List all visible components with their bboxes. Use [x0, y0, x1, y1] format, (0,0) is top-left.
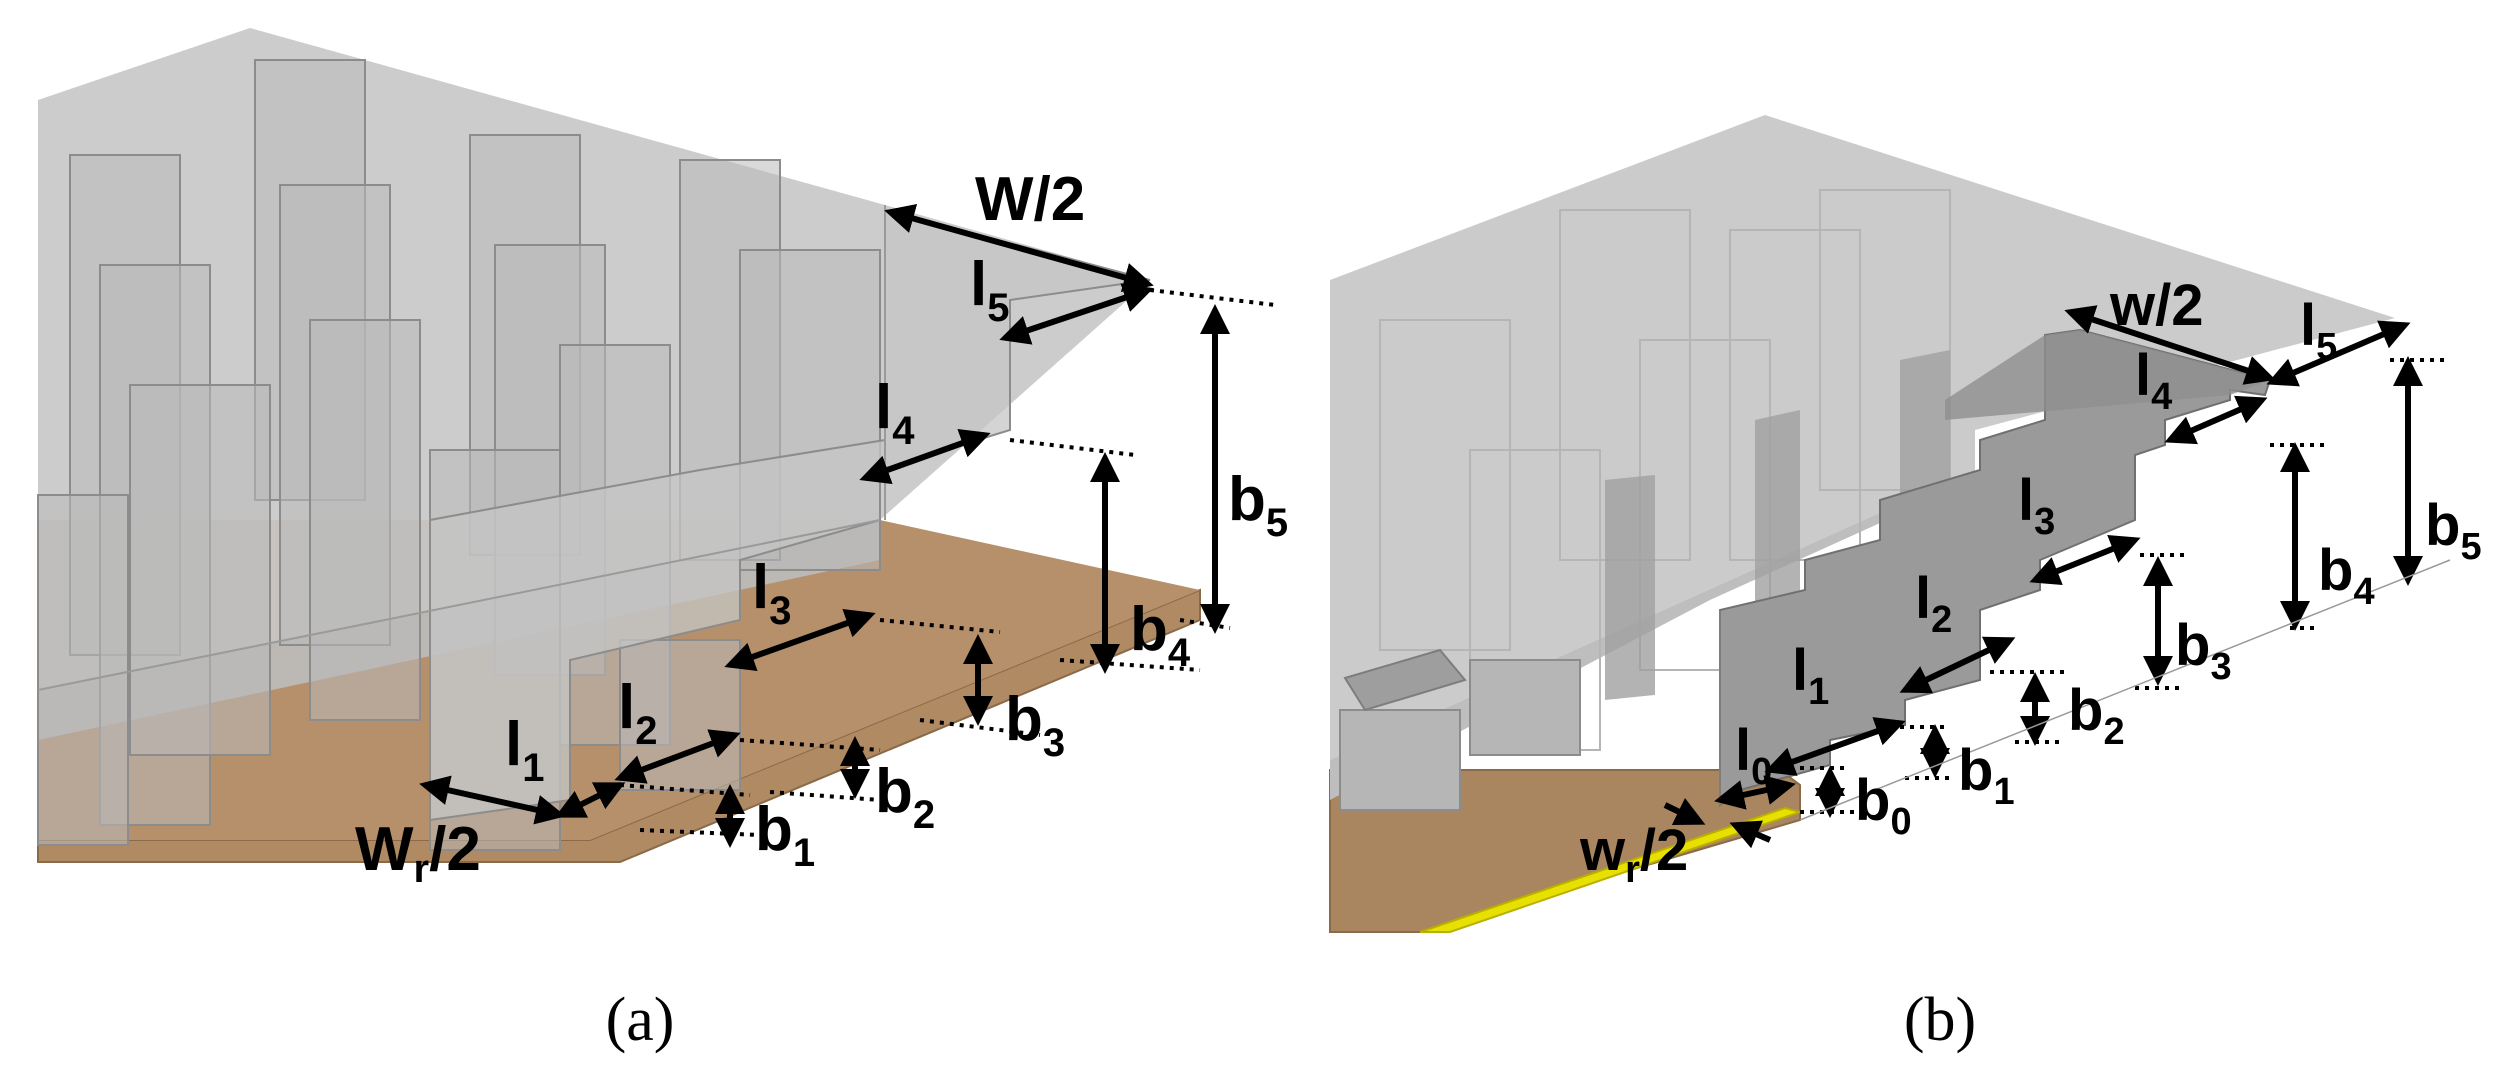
- dim-arrows-a: [419, 204, 1276, 848]
- label-a-l5: l5: [970, 250, 1009, 330]
- label-b-l3: l3: [2018, 468, 2055, 543]
- label-b-wr-half: wr/2: [1579, 818, 1688, 891]
- panel-b: w/2 l5 l4 l3 l2 l1 l0 wr/2 b5 b4 b3 b2 b…: [1329, 115, 2482, 1054]
- label-a-W-half: W/2: [975, 165, 1085, 234]
- label-b-b0: b0: [1855, 768, 1912, 843]
- label-a-b1: b1: [755, 795, 815, 875]
- label-a-l4: l4: [875, 373, 915, 453]
- slot-b2: [1755, 410, 1800, 640]
- label-b-b2: b2: [2068, 678, 2125, 753]
- label-a-Wr-half: Wr/2: [355, 815, 481, 891]
- label-a-b2: b2: [875, 757, 935, 837]
- label-a-l3: l3: [752, 553, 791, 633]
- label-b-l1: l1: [1792, 638, 1829, 713]
- label-b-b3: b3: [2175, 613, 2232, 688]
- slot-b1: [1605, 475, 1655, 700]
- label-a-b5: b5: [1228, 465, 1288, 545]
- label-b-w-half: w/2: [2109, 273, 2204, 338]
- label-a-b3: b3: [1005, 685, 1065, 765]
- label-b-b4: b4: [2318, 538, 2375, 613]
- metal-front-b: [1330, 470, 1975, 800]
- metal-block-b: [1330, 115, 2395, 760]
- label-b-b5: b5: [2425, 493, 2482, 568]
- label-b-l5: l5: [2300, 293, 2337, 368]
- caption-a: (a): [606, 986, 675, 1054]
- label-a-l2: l2: [618, 673, 657, 753]
- pin-base-b1: [1339, 709, 1461, 811]
- label-b-l0: l0: [1735, 718, 1772, 793]
- pin-base-b2: [1469, 659, 1581, 756]
- panel-a: W/2 l5 l4 l3 l2 l1 Wr/2 b5 b4 b3 b2 b1 (…: [37, 28, 1288, 1054]
- label-a-b4: b4: [1130, 595, 1191, 675]
- label-b-b1: b1: [1958, 738, 2015, 813]
- caption-b: (b): [1904, 986, 1976, 1054]
- hole-b: [1343, 648, 1467, 712]
- dim-arrows-b: [1663, 305, 2451, 849]
- label-a-l1: l1: [505, 710, 544, 790]
- label-b-l2: l2: [1915, 566, 1952, 641]
- label-b-l4: l4: [2135, 343, 2172, 418]
